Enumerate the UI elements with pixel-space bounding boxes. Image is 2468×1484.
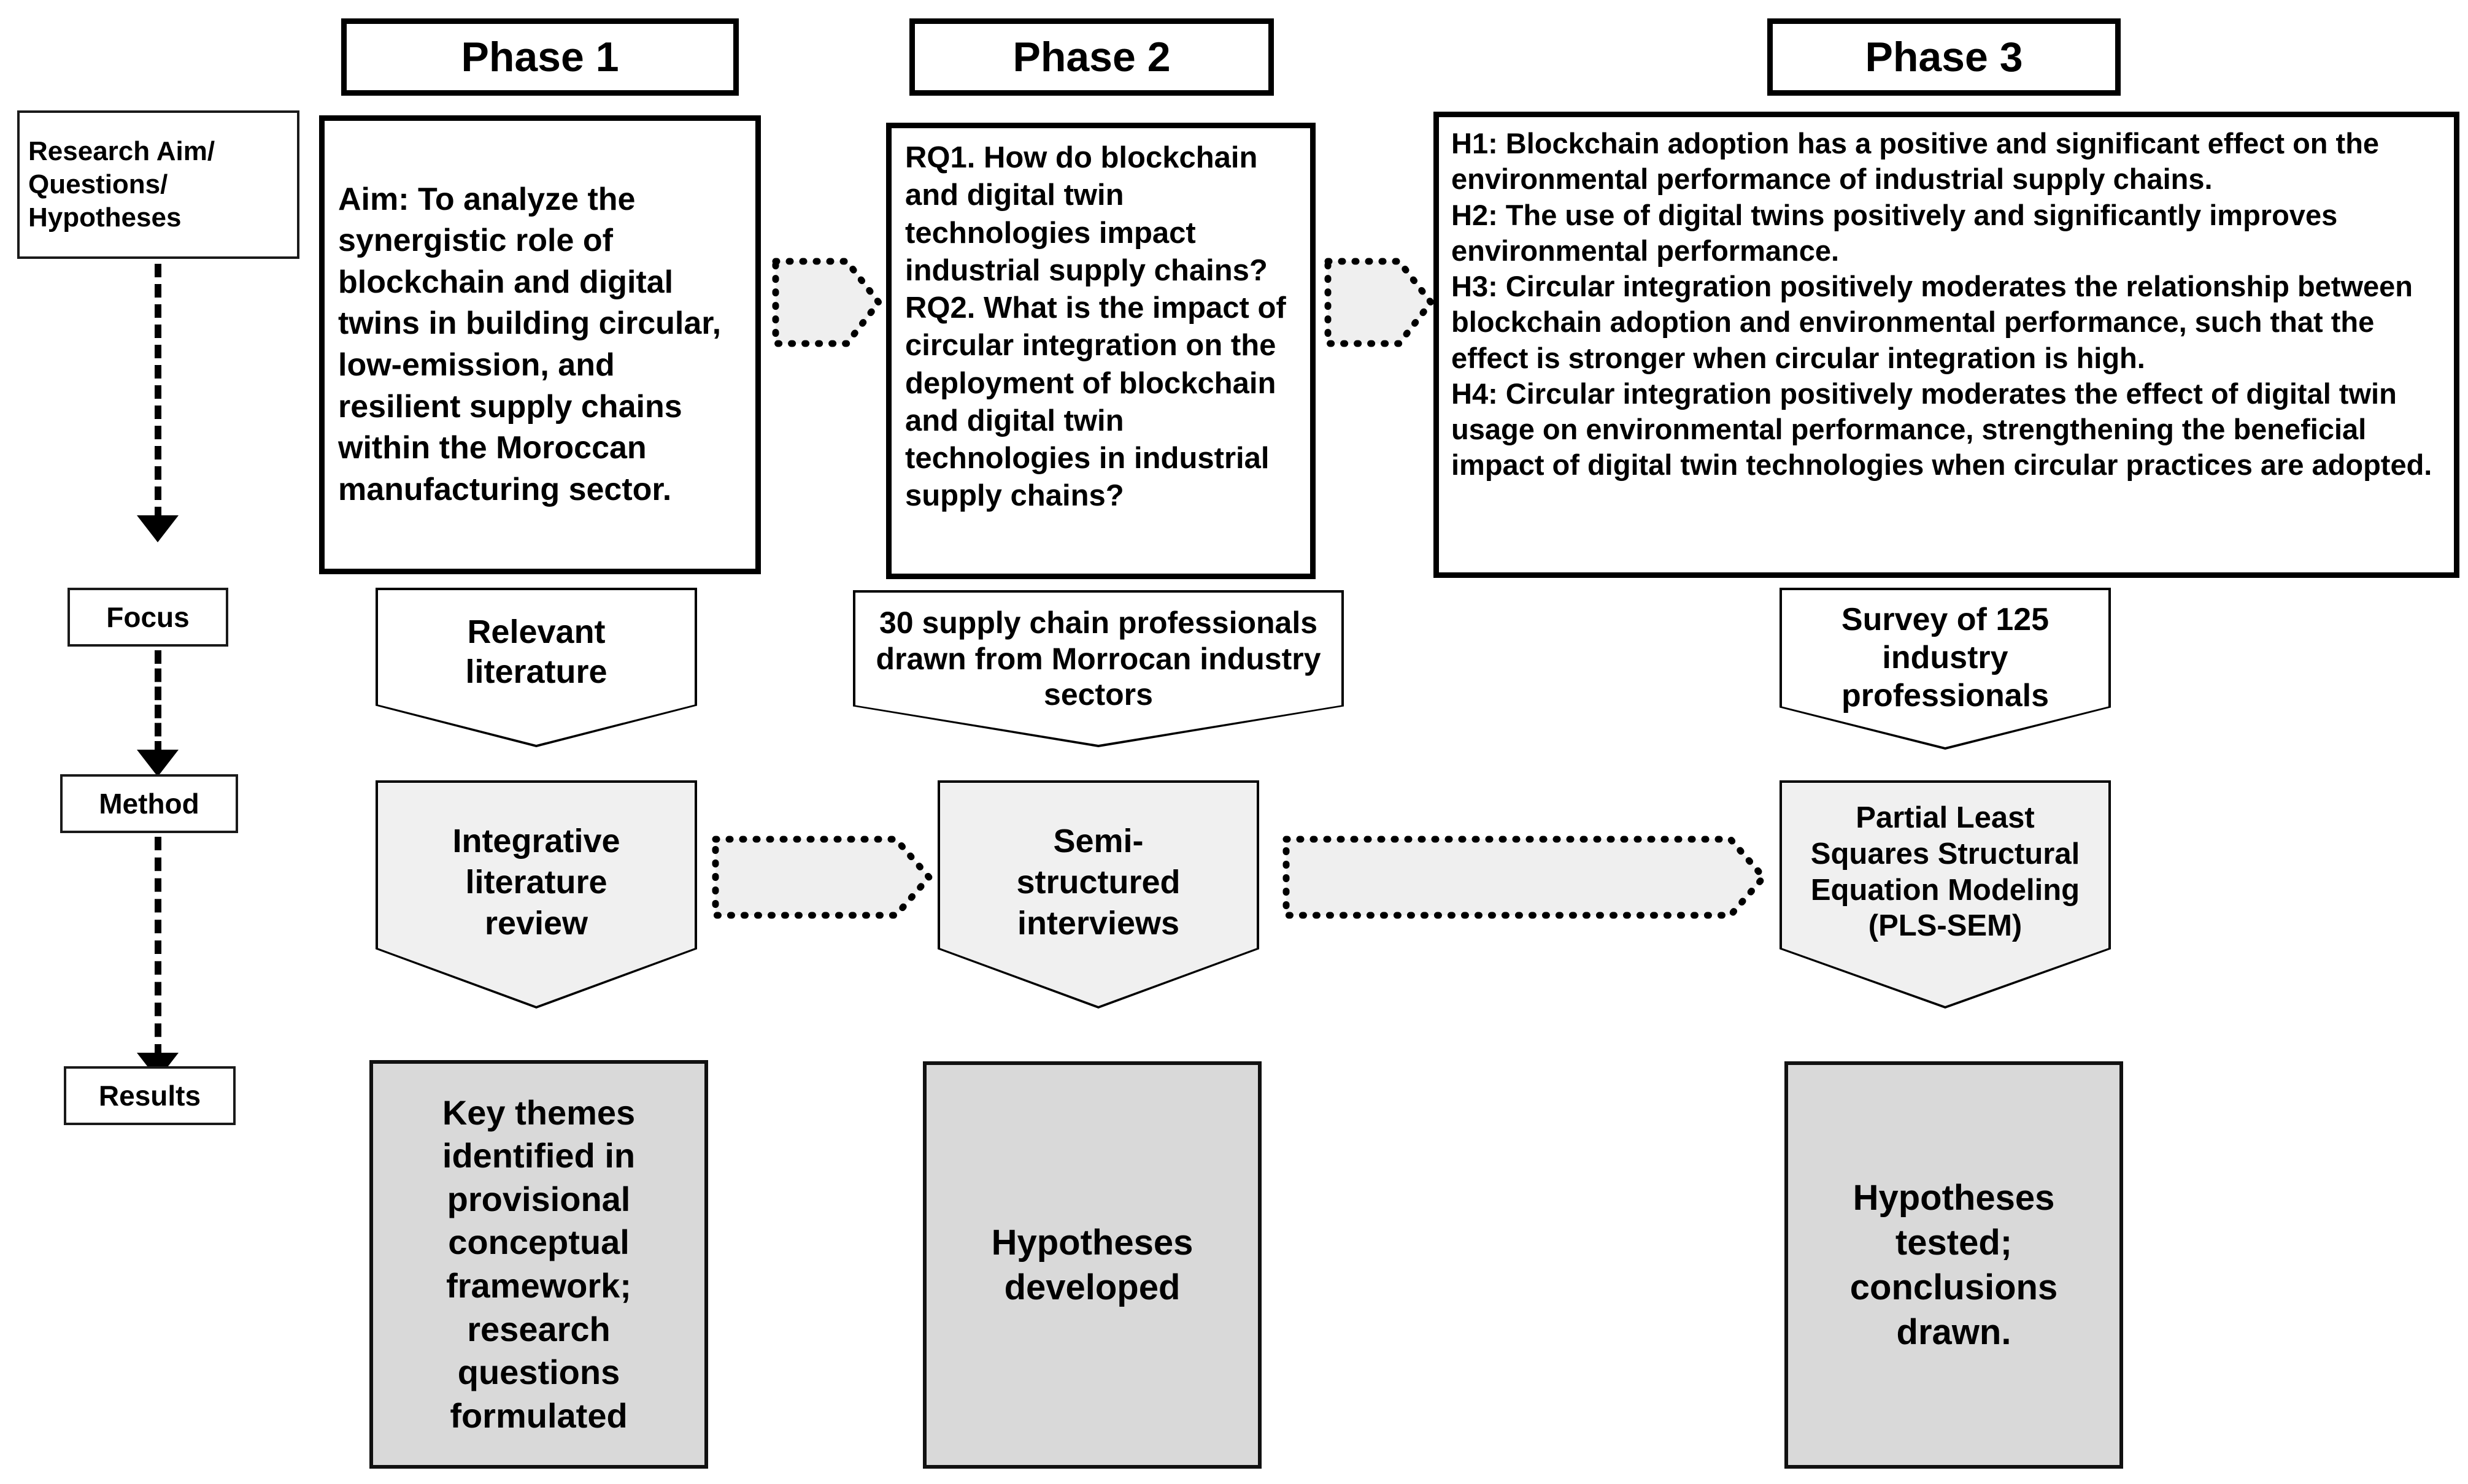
phase-3-header-label: Phase 3: [1865, 34, 2023, 80]
stage-label-results: Results: [64, 1066, 236, 1125]
stage-label-focus-text: Focus: [106, 601, 190, 633]
phase-1-method-text: Integrative literature review: [452, 823, 620, 942]
dotted-arrow-method2-to-method3: [1282, 834, 1767, 920]
dotted-arrow-phase1-to-phase2: [772, 256, 882, 348]
phase-3-hypothesis-h3: H3: Circular integration positively mode…: [1451, 270, 2413, 374]
phase-3-header: Phase 3: [1767, 18, 2121, 96]
phase-1-aim-text: Aim: To analyze the synergistic role of …: [338, 181, 722, 507]
phase-2-research-questions-box: RQ1. How do blockchain and digital twin …: [886, 123, 1316, 579]
phase-2-results-text: Hypotheses developed: [991, 1222, 1194, 1307]
phase-2-method-pentagon: Semi-structured interviews: [938, 780, 1259, 1009]
phase-2-focus-text: 30 supply chain professionals drawn from…: [876, 606, 1321, 712]
phase-2-header-label: Phase 2: [1012, 34, 1171, 80]
phase-2-rq1-text: RQ1. How do blockchain and digital twin …: [905, 141, 1268, 287]
phase-3-hypotheses-box: H1: Blockchain adoption has a positive a…: [1433, 112, 2459, 578]
phase-3-hypothesis-h2: H2: The use of digital twins positively …: [1451, 198, 2338, 267]
stage-label-aim-line-3: Hypotheses: [28, 202, 182, 233]
arrow-head-icon: [137, 750, 179, 777]
arrow-head-icon: [137, 515, 179, 542]
phase-1-focus-pentagon: Relevant literature: [376, 588, 697, 747]
stage-label-research-aim: Research Aim/ Questions/ Hypotheses: [17, 110, 299, 259]
stage-label-results-text: Results: [98, 1079, 201, 1112]
phase-3-hypothesis-h4: H4: Circular integration positively mode…: [1451, 377, 2432, 482]
dotted-arrow-method1-to-method2: [712, 834, 933, 920]
phase-1-method-pentagon: Integrative literature review: [376, 780, 697, 1009]
phase-3-focus-text: Survey of 125 industry professionals: [1841, 602, 2050, 713]
phase-1-results-text: Key themes identified in provisional con…: [442, 1093, 636, 1435]
phase-1-aim-box: Aim: To analyze the synergistic role of …: [319, 115, 761, 574]
stage-label-aim-line-2: Questions/: [28, 169, 168, 200]
phase-1-header: Phase 1: [341, 18, 739, 96]
phase-2-focus-pentagon: 30 supply chain professionals drawn from…: [853, 590, 1344, 747]
phase-2-rq2-text: RQ2. What is the impact of circular inte…: [905, 291, 1286, 513]
phase-3-method-pentagon: Partial Least Squares Structural Equatio…: [1780, 780, 2111, 1009]
phase-1-results-box: Key themes identified in provisional con…: [369, 1060, 708, 1469]
phase-1-header-label: Phase 1: [461, 34, 619, 80]
phase-2-results-box: Hypotheses developed: [923, 1061, 1262, 1469]
rail-arrow-focus-to-method: [137, 650, 179, 798]
phase-3-results-text: Hypotheses tested; conclusions drawn.: [1849, 1177, 2058, 1353]
stage-label-aim-line-1: Research Aim/: [28, 136, 215, 167]
phase-2-method-text: Semi-structured interviews: [1016, 823, 1181, 942]
phase-2-focus-text-wrap: 30 supply chain professionals drawn from…: [855, 593, 1341, 713]
phase-3-results-box: Hypotheses tested; conclusions drawn.: [1784, 1061, 2123, 1469]
phase-2-method-text-wrap: Semi-structured interviews: [940, 783, 1257, 944]
phase-3-hypothesis-h1: H1: Blockchain adoption has a positive a…: [1451, 127, 2380, 196]
phase-3-method-text-wrap: Partial Least Squares Structural Equatio…: [1782, 783, 2108, 944]
phase-1-method-text-wrap: Integrative literature review: [378, 783, 695, 944]
dotted-arrow-phase2-to-phase3: [1324, 256, 1435, 348]
phase-3-focus-text-wrap: Survey of 125 industry professionals: [1782, 590, 2108, 715]
rail-arrow-method-to-results: [137, 837, 179, 1101]
rail-arrow-aim-to-focus: [137, 264, 179, 558]
phase-2-header: Phase 2: [909, 18, 1274, 96]
stage-label-method-text: Method: [99, 787, 199, 820]
stage-label-method: Method: [60, 774, 238, 833]
phase-3-method-text: Partial Least Squares Structural Equatio…: [1810, 801, 2080, 943]
phase-1-focus-text-wrap: Relevant literature: [378, 590, 695, 692]
stage-label-focus: Focus: [67, 588, 228, 647]
phase-3-focus-pentagon: Survey of 125 industry professionals: [1780, 588, 2111, 750]
phase-1-focus-text: Relevant literature: [465, 613, 607, 690]
